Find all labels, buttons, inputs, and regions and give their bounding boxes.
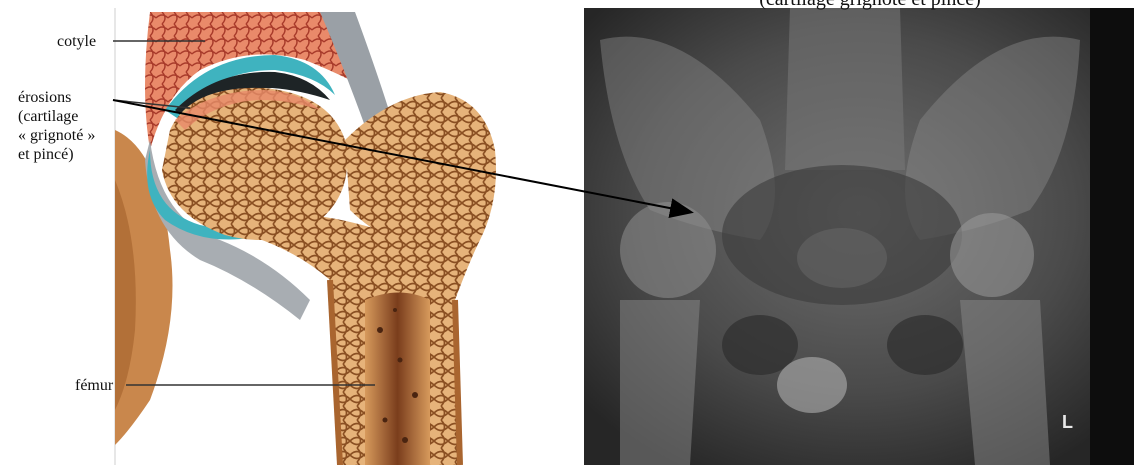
top-caption: (cartilage grignoté et pincé) [640,0,1100,11]
label-erosions: érosions (cartilage « grignoté » et pinc… [18,88,95,164]
label-erosions-line-4: et pincé) [18,145,95,164]
label-erosions-line-1: érosions [18,88,95,107]
pelvis-xray: L [584,8,1134,465]
femoral-neck [230,215,480,465]
medullary-canal [365,293,430,465]
label-femur: fémur [75,376,113,395]
label-erosions-line-2: (cartilage [18,107,95,126]
xray-side-marker: L [1062,412,1073,432]
left-femoral-head-xray [620,202,716,298]
spine [785,8,905,170]
hip-joint-illustration [115,8,496,465]
label-cotyle: cotyle [57,32,96,51]
right-femoral-head-xray [950,213,1034,297]
label-erosions-line-3: « grignoté » [18,126,95,145]
